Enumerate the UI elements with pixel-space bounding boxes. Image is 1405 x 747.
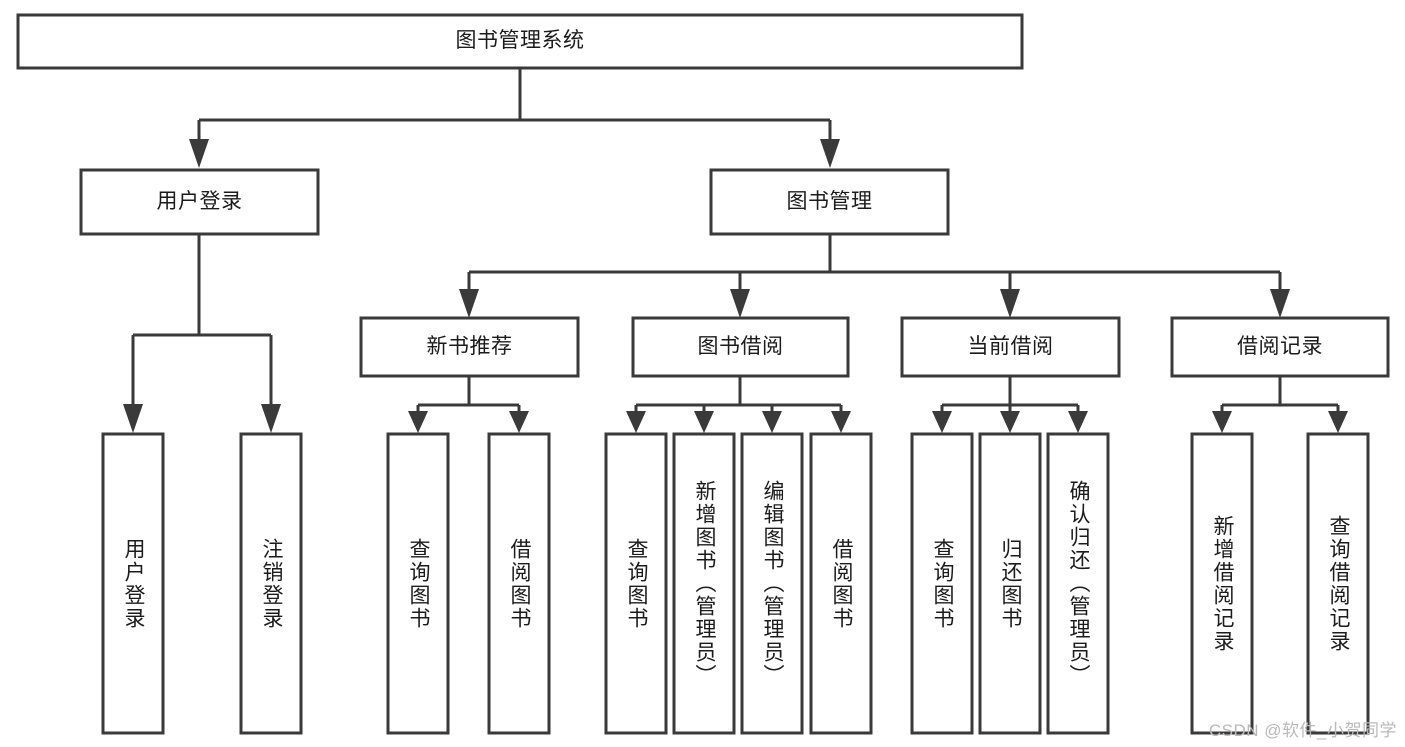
- arrow-head-cb-return-book: [1000, 411, 1020, 433]
- arrow-head-bb-edit-book: [762, 411, 782, 433]
- arrow-head-cb-query-book: [932, 411, 952, 433]
- arrow-head-br-add-record: [1212, 411, 1232, 433]
- node-box-leaf-br-query-record[interactable]: [1306, 432, 1370, 735]
- node-box-leaf-user-login[interactable]: [101, 432, 165, 735]
- node-box-new-book-recommend[interactable]: [359, 316, 580, 378]
- node-box-leaf-nb-query-book[interactable]: [386, 432, 450, 735]
- arrow-head-bb-query-book: [626, 411, 646, 433]
- node-box-user-login[interactable]: [79, 168, 320, 236]
- connector-group-borrow-record: [1212, 376, 1348, 433]
- arrow-head-nb-query-book: [408, 411, 428, 433]
- node-box-leaf-nb-borrow-book[interactable]: [487, 432, 551, 735]
- arrow-head-book-borrow: [730, 289, 750, 318]
- connector-group-user-login: [123, 234, 281, 433]
- arrow-head-bb-add-book: [694, 411, 714, 433]
- connector-group-book-borrow: [626, 376, 851, 433]
- node-box-root[interactable]: [16, 13, 1024, 70]
- arrow-head-br-query-record: [1328, 411, 1348, 433]
- arrow-head-current-borrow: [1000, 289, 1020, 318]
- arrow-head-borrow-record: [1270, 289, 1290, 318]
- node-box-leaf-bb-borrow-book[interactable]: [809, 432, 873, 735]
- arrow-head-leaf-logout: [261, 404, 281, 433]
- node-box-leaf-br-add-record[interactable]: [1190, 432, 1254, 735]
- arrow-head-nb-borrow-book: [509, 411, 529, 433]
- node-box-leaf-cb-confirm-return[interactable]: [1046, 432, 1110, 735]
- node-box-leaf-cb-return-book[interactable]: [978, 432, 1042, 735]
- node-box-leaf-bb-query-book[interactable]: [604, 432, 668, 735]
- node-box-current-borrow[interactable]: [900, 316, 1121, 378]
- watermark-text: CSDN @软件_小贺同学: [1208, 721, 1397, 740]
- connector-group-book-mgmt: [459, 234, 1290, 318]
- node-box-leaf-logout[interactable]: [239, 432, 303, 735]
- arrow-head-cb-confirm-return: [1068, 411, 1088, 433]
- arrow-head-bb-borrow-book: [831, 411, 851, 433]
- node-box-leaf-bb-edit-book[interactable]: [740, 432, 804, 735]
- arrow-head-new-book-rec: [459, 289, 479, 318]
- arrow-head-leaf-user-login: [123, 404, 143, 433]
- node-box-book-management[interactable]: [709, 168, 950, 236]
- node-box-leaf-cb-query-book[interactable]: [910, 432, 974, 735]
- arrow-head-book-mgmt: [820, 139, 840, 168]
- connector-group-new-book-rec: [408, 376, 529, 433]
- connector-group-root: [189, 68, 840, 168]
- node-box-leaf-bb-add-book[interactable]: [672, 432, 736, 735]
- node-box-book-borrow[interactable]: [631, 316, 850, 378]
- node-box-borrow-record[interactable]: [1170, 316, 1390, 378]
- connector-group-current-borrow: [932, 376, 1088, 433]
- arrow-head-user-login: [189, 139, 209, 168]
